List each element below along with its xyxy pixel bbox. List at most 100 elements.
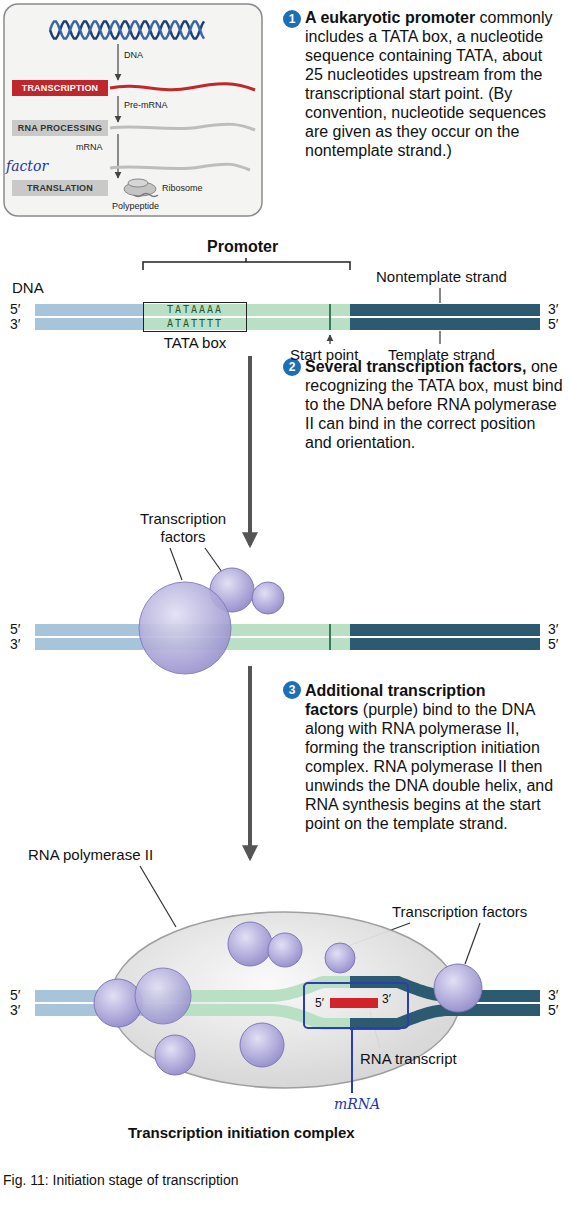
strand-end-label: 5′ (10, 301, 20, 317)
process-box: TRANSCRIPTION (12, 80, 108, 96)
transcription-factor (228, 922, 272, 966)
promoter-bracket (143, 258, 350, 270)
part-label: RNA transcript (360, 1050, 457, 1068)
part-label: TATA box (124, 334, 266, 352)
handwritten-note: mRNA (334, 1096, 380, 1112)
stage-label: mRNA (76, 142, 103, 153)
node-text: RNA PROCESSING (18, 123, 102, 133)
mrna-strand (110, 164, 250, 170)
leader-line (329, 335, 330, 344)
dna-helix (50, 21, 204, 38)
transcription-factor (325, 943, 355, 973)
step-text: A eukaryotic promotercommonly includes a… (305, 8, 563, 160)
strand-end-label: 3′ (382, 992, 391, 1006)
node-text: TRANSLATION (27, 183, 93, 193)
leader-line (439, 288, 440, 303)
polypeptide (134, 194, 158, 197)
callout-number: 3 (283, 681, 301, 699)
dna-strand (350, 304, 540, 316)
strand-end-label: 3′ (548, 621, 558, 637)
strand-end-label: 5′ (548, 316, 558, 332)
start-point-mark (329, 624, 331, 650)
part-label: Promoter (207, 238, 278, 256)
strand-end-label: 5′ (10, 987, 20, 1003)
part-label: Transcription factors (128, 510, 238, 546)
dna-strand (350, 318, 540, 330)
handwritten-note: factor (6, 158, 48, 174)
strand-end-label: 5′ (315, 996, 324, 1010)
transcription-factor (434, 964, 482, 1012)
node-text: 1 (289, 12, 296, 26)
flow-arrow (117, 44, 118, 80)
dna-strand (350, 638, 540, 650)
overview-inset (4, 4, 262, 216)
transcription-factor (155, 1035, 195, 1075)
ribosome (128, 179, 148, 187)
transcription-factor (268, 933, 302, 967)
leader-line (465, 923, 480, 964)
node-text: TRANSCRIPTION (22, 83, 99, 93)
step-text: Several transcription factors,one recogn… (305, 357, 563, 452)
part-label: DNA (12, 279, 44, 297)
leader-line (140, 866, 176, 927)
strand-end-label: 5′ (548, 636, 558, 652)
transcription-factor (135, 968, 191, 1024)
dna-helix (50, 21, 204, 38)
part-label: Transcription factors (392, 903, 527, 921)
leader-line (205, 548, 222, 572)
dna-strand (35, 304, 143, 316)
start-point-mark (329, 304, 331, 330)
part-label: Ribosome (162, 183, 203, 194)
dna-strand (35, 638, 143, 650)
dna-strand (35, 624, 143, 636)
sequence-text: TATAAAA (167, 303, 223, 317)
rna-transcript (330, 998, 378, 1008)
leader-line (439, 331, 440, 344)
handwritten-line (351, 1028, 353, 1093)
rna-strand (110, 84, 255, 90)
step-body: commonly includes a TATA box, a nucleoti… (305, 9, 553, 159)
rna-polymerase (110, 912, 460, 1088)
transcription-factor (139, 582, 231, 674)
flow-arrow (117, 96, 118, 122)
sequence-text: ATATTTT (167, 317, 223, 331)
dna-strand (35, 318, 143, 330)
process-box: RNA PROCESSING (12, 120, 108, 136)
transcription-factor (240, 1023, 284, 1067)
dna-strand (350, 1010, 540, 1024)
strand-end-label: 3′ (10, 636, 20, 652)
strand-end-label: 3′ (548, 301, 558, 317)
tata-box: TATAAAAATATTTTTATA box (143, 302, 247, 332)
part-label: Nontemplate strand (376, 268, 507, 286)
part-label: Template strand (388, 346, 495, 364)
step-text: Additional transcription factors(purple)… (305, 681, 563, 833)
leader-line (170, 548, 182, 580)
node-text: 3 (289, 683, 296, 697)
flow-arrow (117, 134, 118, 178)
dna-strand (350, 624, 540, 636)
step-heading: A eukaryotic promoter (305, 9, 475, 26)
stage-label: Pre-mRNA (124, 100, 168, 111)
part-label: RNA polymerase II (28, 846, 153, 864)
part-label: Polypeptide (112, 201, 159, 212)
figure-caption: Fig. 11: Initiation stage of transcripti… (3, 1172, 239, 1189)
transcription-factor (94, 979, 142, 1027)
dna-helix (50, 21, 204, 38)
promoter-bracket (143, 258, 350, 270)
callout-number: 1 (283, 10, 301, 28)
pre-mrna-strand (110, 124, 255, 130)
part-label: Start point (290, 346, 358, 364)
strand-end-label: 3′ (10, 1002, 20, 1018)
strand-end-label: 5′ (548, 1002, 558, 1018)
transcription-factor (252, 582, 284, 614)
strand-end-label: 3′ (548, 987, 558, 1003)
part-label: Transcription initiation complex (128, 1124, 355, 1142)
strand-end-label: 5′ (10, 621, 20, 637)
stage-label: DNA (124, 50, 143, 61)
step-arrow (248, 356, 252, 858)
step-body: (purple) bind to the DNA along with RNA … (305, 701, 553, 832)
process-box: TRANSLATION (12, 180, 108, 196)
inset-frame (4, 4, 262, 216)
step-arrow (248, 666, 252, 858)
strand-end-label: 3′ (10, 316, 20, 332)
